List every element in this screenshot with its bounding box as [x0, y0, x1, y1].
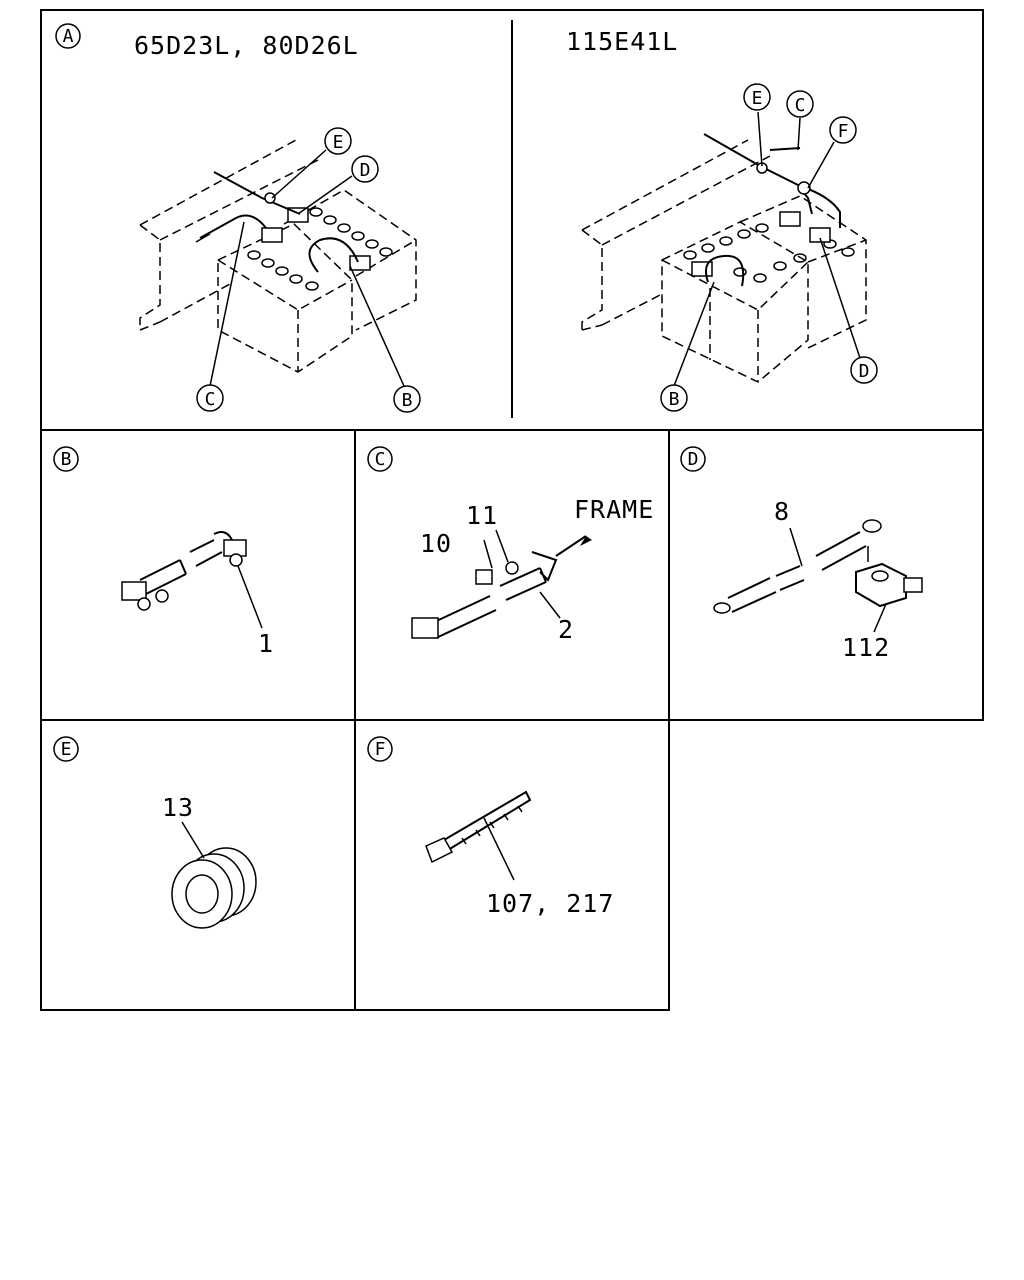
- left-battery-drawing: [139, 139, 417, 387]
- svg-text:D: D: [859, 361, 870, 382]
- panel-e: E 13: [53, 736, 257, 929]
- panel-c: C 10 11 FRAME 2: [367, 446, 654, 644]
- battery-cable-illustration: [121, 531, 247, 611]
- panel-a-badge-letter: A: [63, 26, 74, 47]
- panel-f-badge: F: [367, 736, 393, 762]
- left-battery-caption: 65D23L, 80D26L: [134, 31, 359, 60]
- right-callout-b: B: [660, 384, 688, 412]
- right-callout-c: C: [786, 90, 814, 118]
- svg-text:D: D: [688, 449, 699, 470]
- svg-text:C: C: [205, 389, 216, 410]
- svg-text:F: F: [838, 121, 849, 142]
- panel-f: F 107, 217: [367, 736, 614, 918]
- left-callout-d: D: [351, 155, 379, 183]
- part-number-13: 13: [162, 793, 194, 822]
- panel-a-badge: A: [55, 23, 81, 49]
- terminal-cable-illustration: [713, 519, 923, 614]
- ground-cable-illustration: [411, 535, 592, 639]
- right-callout-d: D: [850, 356, 878, 384]
- left-callout-e: E: [324, 127, 352, 155]
- cable-tie-illustration: [425, 790, 532, 864]
- svg-text:C: C: [795, 95, 806, 116]
- svg-text:E: E: [333, 132, 344, 153]
- left-callout-b: B: [393, 385, 421, 413]
- panel-d-badge: D: [680, 446, 706, 472]
- svg-text:B: B: [669, 389, 680, 410]
- part-number-2: 2: [558, 615, 574, 644]
- svg-text:F: F: [375, 739, 386, 760]
- part-number-1: 1: [258, 629, 274, 658]
- panel-b-badge: B: [53, 446, 79, 472]
- svg-text:E: E: [61, 739, 72, 760]
- part-number-107-217: 107, 217: [486, 889, 614, 918]
- panel-b: B 1: [53, 446, 274, 658]
- panel-e-badge: E: [53, 736, 79, 762]
- part-number-8: 8: [774, 497, 790, 526]
- part-number-11: 11: [466, 501, 498, 530]
- right-battery-drawing: [581, 111, 867, 387]
- left-callout-c: C: [196, 384, 224, 412]
- panel-c-badge: C: [367, 446, 393, 472]
- svg-text:E: E: [752, 88, 763, 109]
- frame-direction-label: FRAME: [574, 495, 654, 524]
- grommet-illustration: [171, 847, 257, 929]
- panel-borders: [40, 9, 984, 1011]
- svg-text:C: C: [375, 449, 386, 470]
- svg-text:B: B: [402, 390, 413, 411]
- right-callout-f: F: [829, 116, 857, 144]
- part-number-10: 10: [420, 529, 452, 558]
- panel-a: A 65D23L, 80D26L 115E41L: [55, 23, 878, 413]
- svg-text:D: D: [360, 160, 371, 181]
- svg-text:B: B: [61, 449, 72, 470]
- right-callout-e: E: [743, 83, 771, 111]
- panel-d: D 8 112: [680, 446, 923, 662]
- right-battery-caption: 115E41L: [566, 27, 678, 56]
- part-number-112: 112: [842, 633, 890, 662]
